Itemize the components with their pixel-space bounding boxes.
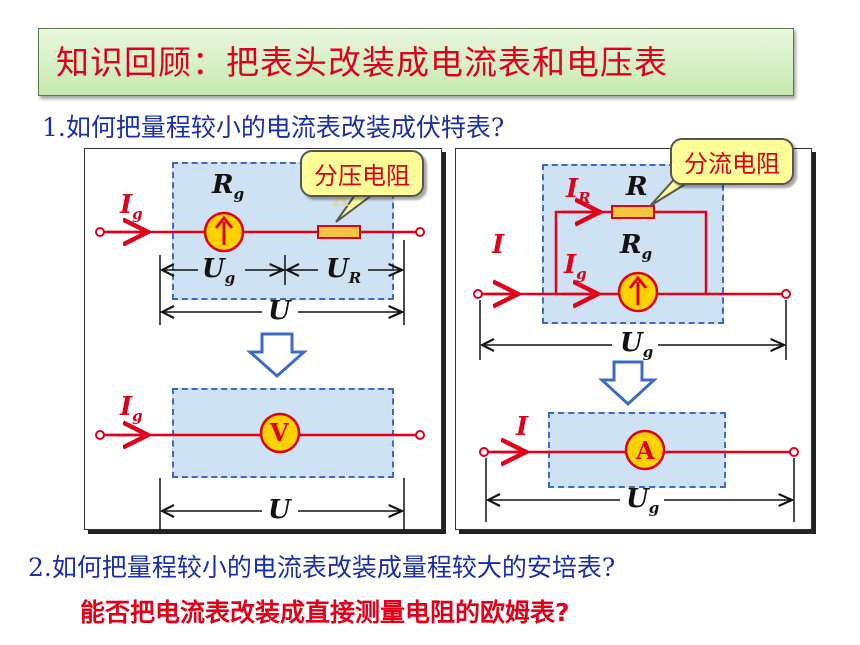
label-ig: Ig bbox=[120, 190, 143, 223]
label-ug-bottom: Ug bbox=[626, 484, 660, 517]
galvanometer-left bbox=[203, 211, 245, 253]
shunt-resistor bbox=[611, 205, 655, 219]
voltmeter-symbol: V bbox=[270, 418, 289, 447]
transform-arrow-left bbox=[246, 332, 308, 379]
question-1: 1.如何把量程较小的电流表改装成伏特表? bbox=[42, 113, 505, 142]
label-ig-right: Ig bbox=[564, 250, 587, 283]
label-rg-right: Rg bbox=[620, 230, 653, 263]
galvanometer-right bbox=[617, 271, 659, 313]
transform-arrow-right bbox=[598, 360, 658, 407]
title-banner bbox=[38, 28, 794, 96]
label-u-top: U bbox=[268, 296, 291, 326]
label-r: R bbox=[626, 172, 648, 202]
divider-resistor-callout: 分压电阻 bbox=[300, 150, 424, 197]
ammeter-symbol: A bbox=[636, 436, 655, 465]
question-3: 能否把电流表改装成直接测量电阻的欧姆表? bbox=[80, 598, 570, 627]
label-rg: Rg bbox=[212, 170, 245, 203]
series-circuit bbox=[95, 225, 425, 239]
question-2: 2.如何把量程较小的电流表改装成量程较大的安培表? bbox=[28, 553, 616, 582]
label-ig-bottom: Ig bbox=[120, 392, 143, 425]
page-title: 知识回顾：把表头改装成电流表和电压表 bbox=[56, 43, 668, 82]
shunt-resistor-callout: 分流电阻 bbox=[670, 138, 794, 185]
label-i: I bbox=[492, 230, 505, 260]
divider-resistor bbox=[317, 225, 361, 239]
label-ur: UR bbox=[326, 254, 362, 287]
voltmeter-circuit bbox=[95, 412, 425, 454]
label-ir: IR bbox=[566, 174, 591, 207]
label-ug: Ug bbox=[202, 254, 236, 287]
label-ug-right: Ug bbox=[620, 328, 654, 361]
ammeter-circuit bbox=[479, 429, 799, 471]
label-u-bottom: U bbox=[268, 495, 291, 525]
label-i-bottom: I bbox=[516, 412, 529, 442]
